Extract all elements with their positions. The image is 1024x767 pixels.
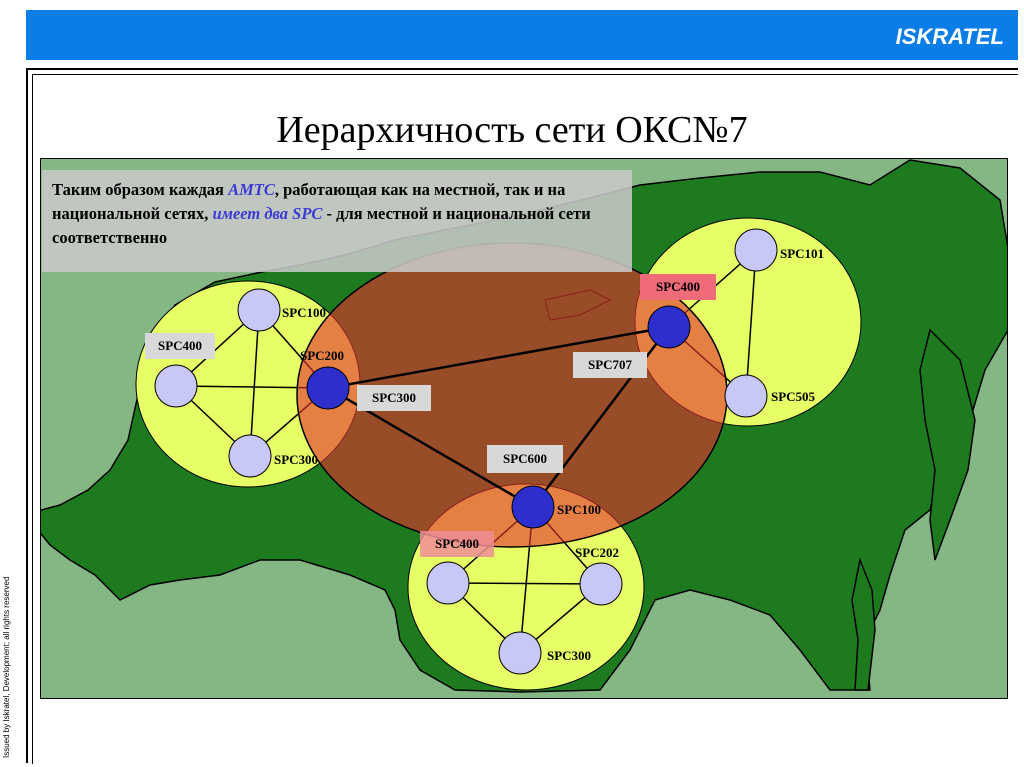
note-text-2: , работающая как на местной, так и на на…: [52, 180, 566, 223]
label-south-spc300: SPC300: [547, 648, 592, 663]
node-south-spc300: [498, 631, 542, 675]
note-text-1: Таким образом каждая: [52, 180, 229, 199]
slide-frame-inner: [32, 74, 1018, 764]
node-west-spc200: [306, 366, 350, 410]
label-national-spc600: SPC600: [487, 445, 563, 473]
label-east-spc400: SPC400: [640, 274, 716, 300]
node-east-spc505: [724, 374, 768, 418]
label-national-spc300: SPC300: [357, 385, 431, 411]
iskratel-logo: ISKRATEL: [895, 24, 1004, 49]
node-east-spc400: [647, 305, 691, 349]
label-south-spc400: SPC400: [420, 531, 494, 557]
node-west-spc400: [154, 364, 198, 408]
label-south-spc100: SPC100: [557, 502, 602, 517]
label-west-spc100: SPC100: [282, 305, 327, 320]
slide-title: Иерархичность сети ОКС№7: [276, 109, 748, 151]
label-east-spc101: SPC101: [780, 246, 825, 261]
node-south-spc202: [579, 562, 623, 606]
label-west-spc300: SPC300: [274, 452, 319, 467]
node-south-spc400: [426, 561, 470, 605]
note-highlight-amts: АМТС: [228, 180, 275, 199]
gateway-nodes: [306, 305, 691, 529]
label-east-spc505: SPC505: [771, 389, 816, 404]
sakhalin: [851, 557, 876, 691]
node-west-spc300: [228, 434, 272, 478]
label-west-spc400: SPC400: [145, 333, 215, 359]
note-highlight-two-spc: имеет два SPC: [212, 204, 323, 223]
node-east-spc101: [734, 228, 778, 272]
header-bar: ISKRATEL: [26, 10, 1018, 60]
label-national-spc707: SPC707: [573, 352, 647, 378]
node-south-spc100: [511, 485, 555, 529]
local-nodes: [154, 228, 778, 675]
node-west-spc100: [237, 288, 281, 332]
label-west-spc200: SPC200: [300, 348, 345, 363]
note-text-3: - для местной и национальной сети соотве…: [52, 204, 591, 247]
slide-frame-outer: [26, 68, 1018, 763]
explanation-note: Таким образом каждая АМТС, работающая ка…: [42, 170, 632, 272]
label-south-spc202: SPC202: [575, 545, 620, 560]
kamchatka: [919, 328, 976, 561]
